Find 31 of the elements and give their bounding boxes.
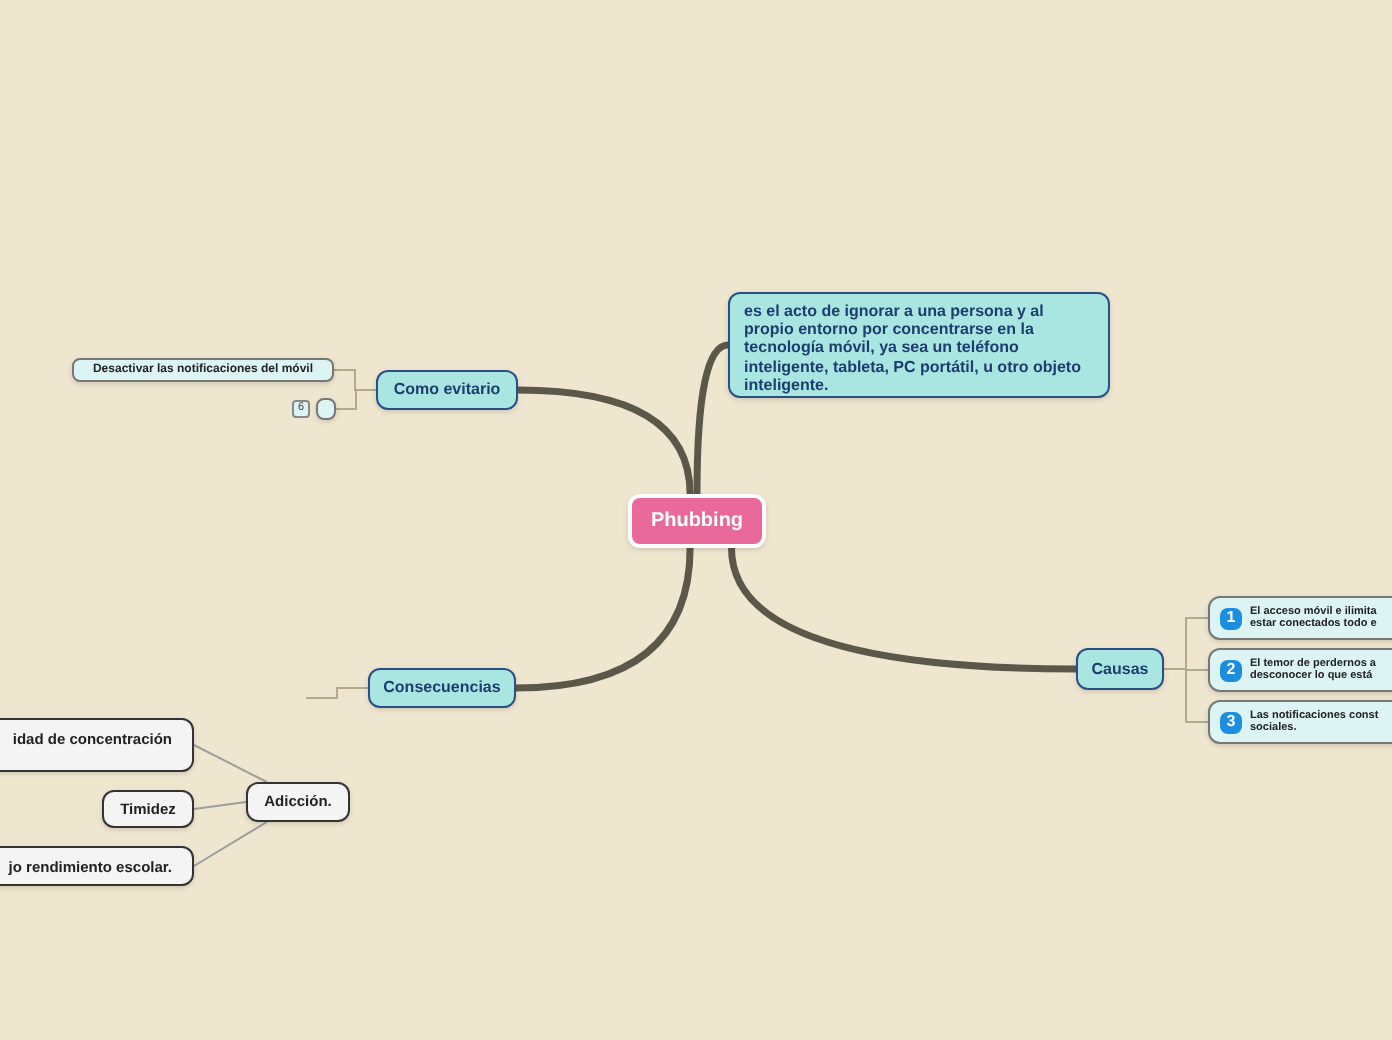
node-text: Phubbing (650, 508, 744, 536)
subtopic-box (246, 782, 350, 822)
node-text: es el acto de ignorar a una persona y al propio entorno por concentrarse en la tecnología móvil, ya sea un teléfono inteligente, tableta, PC portátil, u otro objeto inteligente. (744, 302, 1083, 394)
subtopic-box (72, 358, 334, 382)
list-item-box (1208, 596, 1392, 640)
connector-line (515, 547, 694, 692)
connector-line (335, 389, 377, 410)
connector-line (517, 386, 694, 495)
central-topic (628, 494, 766, 548)
node-text: Como evitario (393, 378, 501, 402)
number-badge: 3 (1220, 711, 1242, 733)
topic-box (1076, 648, 1164, 690)
subtopic-box (102, 790, 194, 828)
connector-line (1163, 668, 1209, 723)
topic-box (368, 668, 516, 708)
list-item-box (1208, 700, 1392, 744)
connector-line (305, 687, 369, 699)
topic-box (728, 292, 1110, 398)
number-badge: 1 (1220, 607, 1242, 629)
node-text: Causas (1091, 657, 1149, 681)
connector-line (728, 547, 1077, 673)
box (316, 398, 336, 420)
number-badge: 2 (1220, 659, 1242, 681)
connector-line (193, 801, 247, 810)
list-item-box (1208, 648, 1392, 692)
connector-line (193, 744, 268, 783)
subtopic-box (0, 846, 194, 886)
node-text: Consecuencias (383, 676, 501, 700)
topic-box (376, 370, 518, 410)
connector-line (193, 821, 268, 867)
subtopic-box (0, 718, 194, 772)
